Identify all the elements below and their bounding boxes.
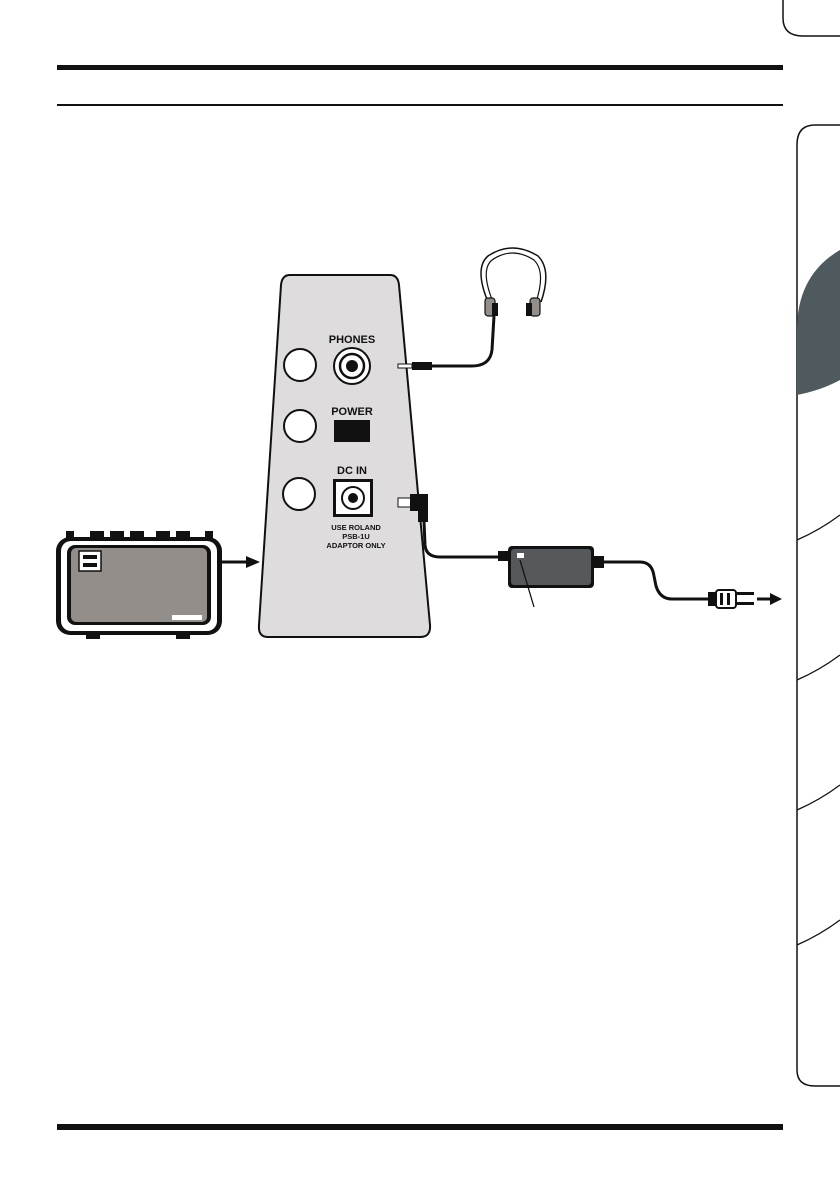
outlet-arrow — [757, 593, 782, 605]
panel-knob-3 — [283, 478, 315, 510]
panel-knob-1 — [284, 349, 316, 381]
amplifier-icon — [56, 531, 222, 639]
dcin-note-line3: ADAPTOR ONLY — [326, 541, 385, 550]
insert-arrow — [222, 556, 260, 568]
side-panel — [259, 275, 430, 637]
adaptor-cable-dc — [424, 522, 500, 557]
dcin-jack — [333, 479, 373, 517]
headphone-cable — [430, 316, 494, 366]
panel-knob-2 — [284, 410, 316, 442]
headphones-icon — [481, 248, 546, 316]
phones-jack — [334, 348, 370, 384]
power-switch — [334, 420, 370, 442]
adaptor-cable-ac — [604, 562, 712, 599]
phones-label: PHONES — [329, 334, 375, 346]
dcin-note-line1: USE ROLAND — [331, 523, 381, 532]
power-label: POWER — [331, 406, 373, 418]
dcin-note-line2: PSB-1U — [342, 532, 370, 541]
power-plug-icon — [708, 590, 754, 608]
dcin-label: DC IN — [337, 465, 367, 477]
ac-adaptor-icon — [498, 546, 604, 588]
